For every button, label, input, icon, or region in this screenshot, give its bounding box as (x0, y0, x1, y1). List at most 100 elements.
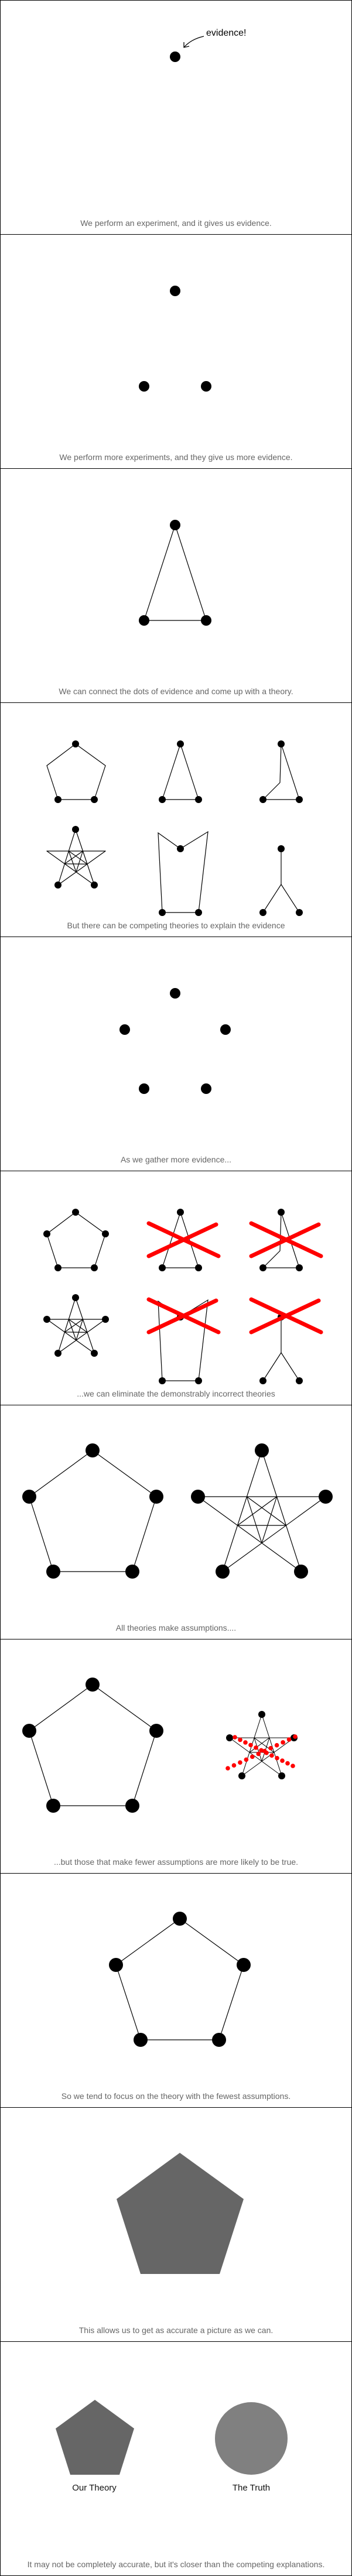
red-cross-stroke (249, 1298, 321, 1335)
red-dotted-cross-dot (291, 1764, 295, 1768)
theory-line (68, 1319, 77, 1341)
evidence-dot (177, 1209, 184, 1216)
evidence-dot (177, 845, 184, 852)
evidence-dot (278, 740, 285, 747)
red-dotted-cross-dot (268, 1745, 273, 1751)
theory-line (158, 831, 209, 913)
caption: We perform more experiments, and they gi… (59, 452, 293, 462)
evidence-dot (139, 381, 149, 392)
theory-line (261, 1714, 282, 1776)
evidence-dot (220, 1024, 231, 1035)
panel-11-drawing (56, 2400, 288, 2475)
theory-line (46, 743, 106, 800)
theory-line (75, 1297, 95, 1354)
theory-line (254, 1737, 262, 1762)
evidence-dot (191, 1490, 205, 1504)
red-dotted-cross-dot (231, 1763, 237, 1768)
theory-line (197, 1496, 302, 1572)
evidence-dot (109, 1958, 123, 1972)
red-cross-stroke (146, 1298, 218, 1335)
theory-line (57, 850, 106, 886)
evidence-dot (149, 1490, 163, 1504)
evidence-dot (177, 740, 184, 747)
evidence-dot (170, 988, 180, 999)
red-dotted-cross-dot (233, 1735, 237, 1740)
evidence-dot (159, 1377, 166, 1384)
theory-pentagon (117, 2153, 244, 2274)
evidence-dot (54, 1264, 61, 1271)
panel-7-assumptions: All theories make assumptions.... (0, 1405, 352, 1639)
red-dotted-cross-dot (274, 1743, 279, 1748)
the-truth-circle (215, 2402, 288, 2475)
theory-line (76, 1319, 84, 1341)
evidence-dot (201, 1083, 211, 1094)
our-theory-pentagon (56, 2400, 134, 2475)
panel-7-drawing (22, 1443, 333, 1579)
panel-4-drawing (46, 740, 303, 916)
evidence-dot (91, 796, 98, 803)
arrow-icon (183, 36, 204, 48)
caption: It may not be completely accurate, but i… (27, 2560, 325, 2569)
arrow-head-icon (183, 42, 190, 48)
evidence-dot (212, 2033, 226, 2047)
theory-line (46, 1319, 95, 1354)
evidence-dot (91, 881, 98, 889)
evidence-dot (201, 381, 211, 392)
theory-line (162, 743, 199, 800)
panel-4-competing-theories: But there can be competing theories to e… (0, 702, 352, 937)
evidence-annotation: evidence! (206, 28, 247, 38)
red-dotted-cross-dot (286, 1737, 292, 1742)
caption: We perform an experiment, and it gives u… (80, 218, 272, 228)
evidence-dot (86, 1443, 100, 1457)
theory-line (64, 1319, 84, 1333)
evidence-dot (139, 1083, 149, 1094)
evidence-dot (259, 1264, 266, 1271)
panel-10-accurate-picture: This allows us to get as accurate a pict… (0, 2107, 352, 2341)
evidence-dot (149, 1724, 163, 1738)
panel-10-drawing (117, 2153, 244, 2274)
panel-1-drawing (170, 36, 204, 62)
theory-line (222, 1496, 326, 1572)
evidence-dot (134, 2033, 148, 2047)
evidence-dot (159, 909, 166, 916)
evidence-dot (22, 1490, 36, 1504)
theory-line (246, 1496, 287, 1526)
evidence-dot (170, 52, 180, 62)
evidence-dot (296, 1377, 303, 1384)
theory-line (262, 743, 300, 800)
red-dotted-cross-dot (238, 1760, 242, 1765)
theory-line (68, 850, 88, 865)
theory-line (57, 829, 76, 886)
evidence-dot (72, 826, 79, 833)
evidence-dot (195, 1264, 202, 1271)
evidence-dot (22, 1724, 36, 1738)
evidence-dot (46, 1799, 60, 1813)
theory-line (57, 1319, 106, 1354)
theory-line (115, 1918, 244, 2040)
evidence-dot (72, 1294, 79, 1301)
evidence-dot (91, 1264, 98, 1271)
theory-line (76, 850, 84, 873)
evidence-dot (72, 740, 79, 747)
red-cross-stroke (249, 1222, 321, 1258)
theory-line (281, 884, 300, 913)
evidence-dot (296, 796, 303, 803)
evidence-dot (54, 881, 61, 889)
theory-line (158, 1299, 209, 1381)
panel-5-gather-evidence: As we gather more evidence... (0, 937, 352, 1171)
evidence-dot (258, 1711, 265, 1718)
the-truth-label: The Truth (232, 2483, 271, 2493)
red-dotted-cross-dot (293, 1734, 298, 1739)
panel-8-drawing (22, 1678, 298, 1813)
red-dotted-cross-dot (244, 1757, 249, 1762)
theory-line (249, 1737, 270, 1753)
evidence-dot (125, 1565, 139, 1579)
panel-6-drawing (43, 1209, 323, 1384)
panel-8-fewer-assumptions: ...but those that make fewer assumptions… (0, 1639, 352, 1873)
evidence-dot (278, 845, 285, 852)
panel-1-experiment: evidence! We perform an experiment, and … (0, 0, 352, 234)
evidence-dot (237, 1958, 251, 1972)
theory-line (262, 884, 282, 913)
evidence-dot (294, 1565, 308, 1579)
evidence-dot (43, 1316, 50, 1323)
